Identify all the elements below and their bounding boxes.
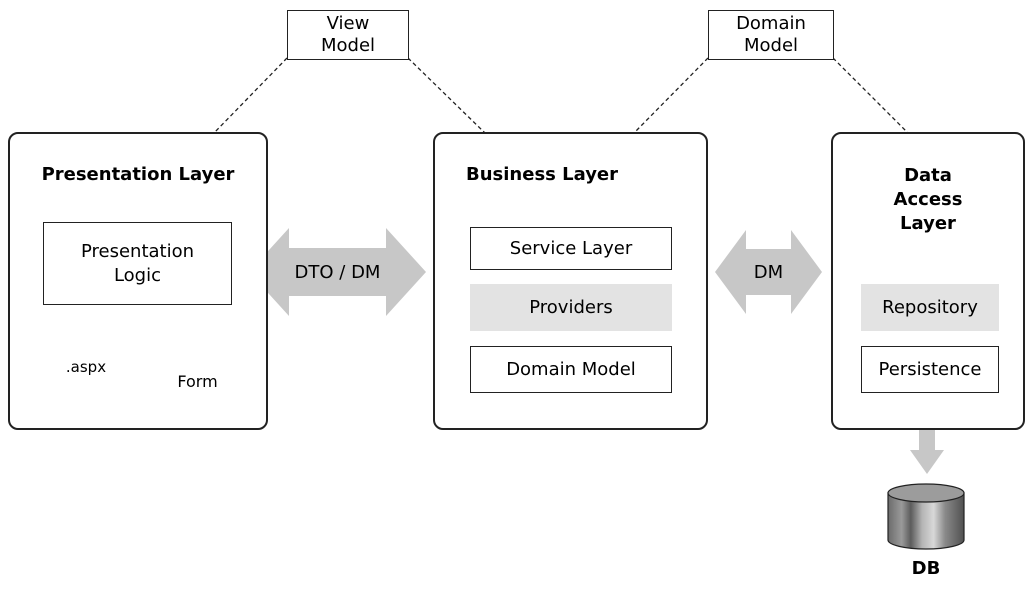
view-model-connector-left <box>213 57 288 134</box>
business-layer-title: Business Layer <box>466 164 619 185</box>
view-model-connector-right <box>407 57 486 134</box>
database-label: DB <box>911 558 941 579</box>
dm-double-arrow <box>715 230 822 314</box>
providers-box: Providers <box>470 284 672 331</box>
presentation-layer-title: Presentation Layer <box>41 164 235 185</box>
dto-dm-arrow-label: DTO / DM <box>294 261 381 283</box>
domain-model-connector-left <box>633 57 709 134</box>
domain-model-box: Domain Model <box>470 346 672 393</box>
domain-model-connector-right <box>832 57 909 134</box>
view-model-tag: View Model <box>287 10 409 60</box>
aspx-label: .aspx <box>65 358 107 376</box>
domain-model-tag: Domain Model <box>708 10 834 60</box>
data-access-layer-title: Data Access Layer <box>893 165 963 234</box>
service-layer-box: Service Layer <box>470 227 672 270</box>
dm-arrow-label: DM <box>753 261 784 283</box>
persistence-box: Persistence <box>861 346 999 393</box>
database-cylinder-icon <box>887 483 965 550</box>
presentation-logic-box: Presentation Logic <box>43 222 232 305</box>
repository-box: Repository <box>861 284 999 331</box>
dto-dm-double-arrow <box>249 228 426 316</box>
form-label: Form <box>177 372 218 391</box>
